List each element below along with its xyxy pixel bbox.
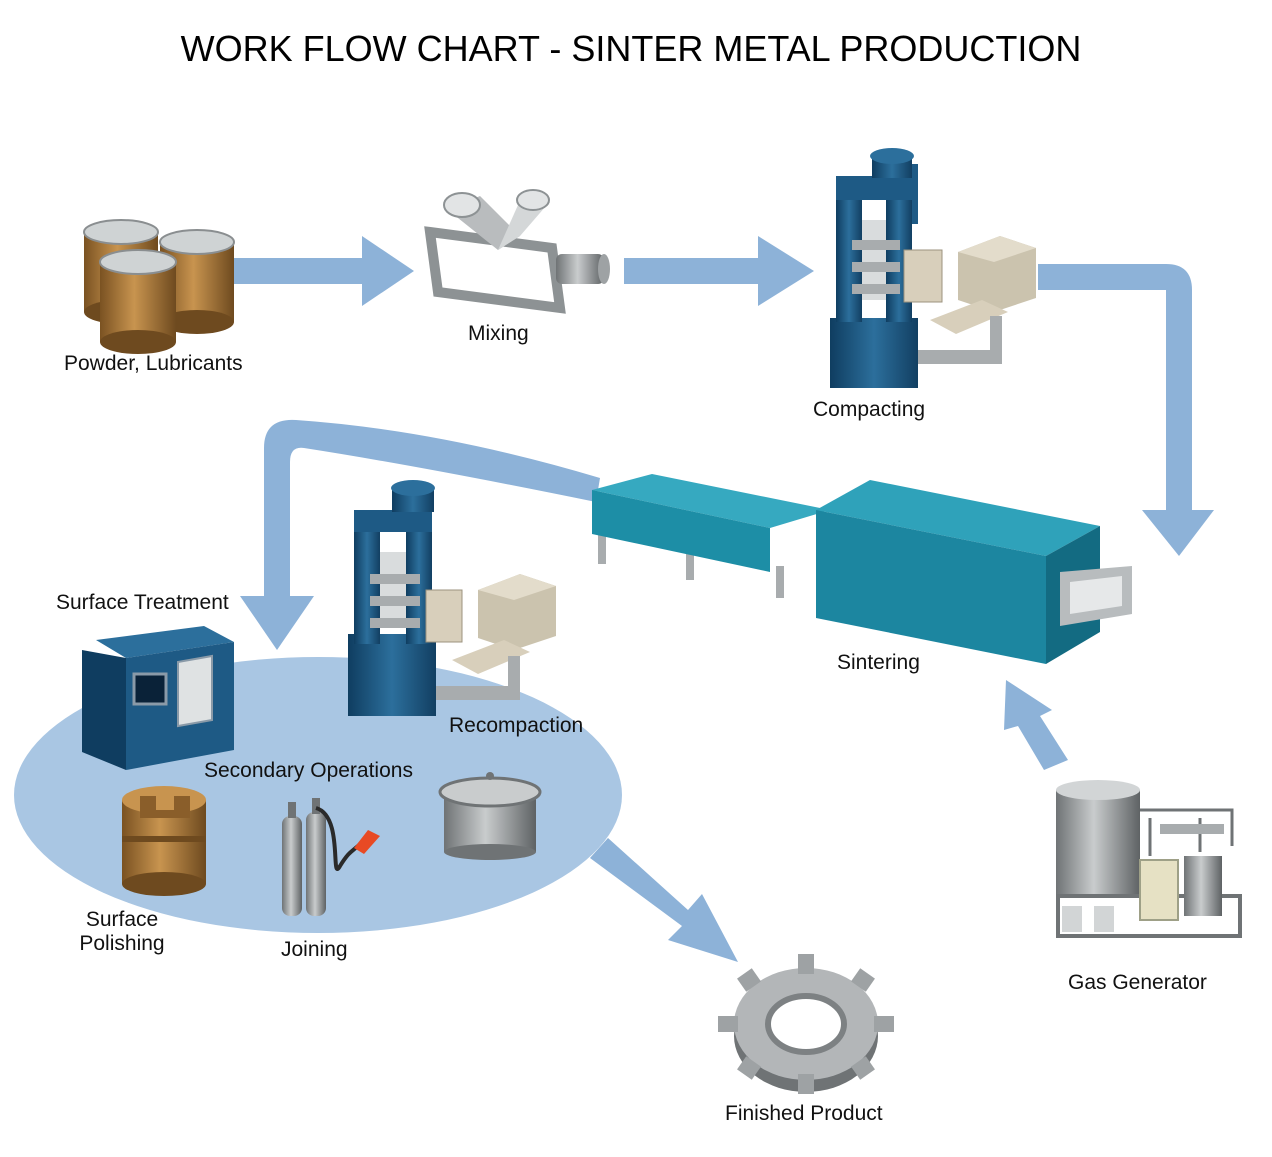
label-secondary-operations: Secondary Operations	[204, 759, 413, 782]
arrow-gas-to-sintering	[1004, 680, 1068, 770]
recompaction-press-icon	[348, 480, 556, 716]
surface-polishing-drum-icon	[122, 786, 206, 896]
label-finished-product: Finished Product	[725, 1102, 883, 1125]
arrow-compacting-to-sintering	[1038, 264, 1214, 556]
powder-barrels-icon	[83, 219, 235, 354]
label-recompaction: Recompaction	[449, 714, 584, 737]
sintering-furnace-icon	[592, 474, 1132, 664]
arrow-sintering-to-secondary	[240, 419, 600, 650]
label-gas-generator: Gas Generator	[1068, 971, 1207, 994]
covered-vessel-icon	[438, 772, 542, 860]
arrow-mixing-to-compacting	[624, 236, 814, 306]
flow-arrows	[232, 236, 1214, 962]
arrow-secondary-to-finished	[590, 838, 738, 962]
mixer-icon	[424, 189, 610, 314]
page-title: WORK FLOW CHART - SINTER METAL PRODUCTIO…	[180, 28, 1082, 69]
label-surface-polishing: Surface Polishing	[79, 908, 165, 955]
label-compacting: Compacting	[813, 398, 926, 421]
label-joining: Joining	[281, 938, 348, 961]
finished-gear-icon	[718, 954, 894, 1094]
arrow-powder-to-mixing	[232, 236, 414, 306]
compacting-press-icon	[830, 148, 1036, 388]
label-sintering: Sintering	[837, 651, 920, 674]
gas-generator-icon	[1056, 780, 1242, 938]
label-surface-treatment: Surface Treatment	[56, 591, 229, 614]
label-powder-lubricants: Powder, Lubricants	[64, 352, 243, 375]
joining-gas-cylinders-icon	[282, 798, 380, 916]
surface-treatment-machine-icon	[82, 626, 234, 770]
label-mixing: Mixing	[468, 322, 529, 345]
